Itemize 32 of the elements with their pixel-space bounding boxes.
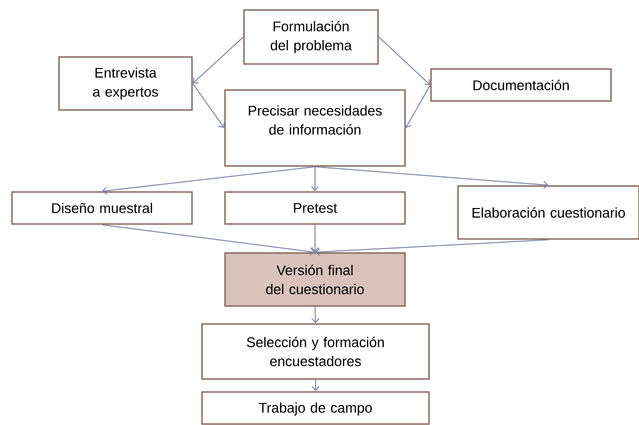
node-label: Formulación del problema [270, 20, 352, 54]
node-label: Selección y formación encuestadores [246, 336, 384, 366]
arrow [311, 306, 320, 324]
arrow [378, 36, 430, 85]
node-label: Elaboración cuestionario [472, 207, 625, 218]
arrow [192, 36, 244, 84]
process-box [243, 9, 379, 65]
process-box [224, 89, 406, 167]
process-box [224, 191, 406, 225]
node-label: Diseño muestral [52, 202, 152, 214]
node-label: Documentación [474, 80, 569, 90]
process-box [201, 323, 430, 380]
node-label: Trabajo de campo [258, 402, 372, 416]
node-label: Versión final del cuestionario [266, 264, 364, 294]
arrow [311, 166, 319, 192]
process-box [201, 391, 430, 425]
process-box [430, 68, 612, 102]
highlighted-box [224, 252, 406, 307]
arrow [192, 83, 225, 128]
process-box [457, 185, 639, 240]
node-label: Entrevista a expertos [93, 67, 158, 100]
arrow [102, 166, 316, 195]
node-label: Pretest [294, 203, 338, 213]
process-box [11, 191, 193, 225]
arrow [315, 239, 549, 256]
process-box [58, 56, 193, 111]
node-label: Precisar necesidades de información [248, 105, 382, 135]
arrow [311, 224, 319, 252]
arrow [102, 224, 315, 256]
arrow [312, 379, 320, 392]
arrow [314, 166, 548, 189]
arrow [404, 84, 431, 128]
